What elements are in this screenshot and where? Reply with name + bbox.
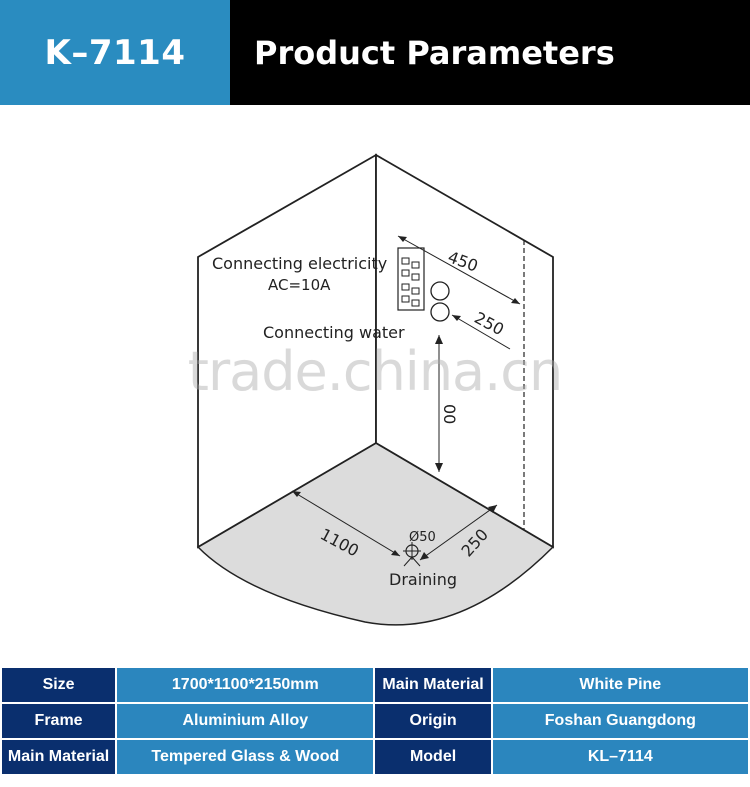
- parameters-table: Size 1700*1100*2150mm Main Material Whit…: [0, 666, 750, 776]
- label-draining: Draining: [389, 570, 457, 589]
- header: K–7114 Product Parameters: [0, 0, 750, 105]
- param-value: White Pine: [492, 668, 748, 702]
- param-label: Main Material: [375, 668, 491, 702]
- title-panel: Product Parameters: [230, 0, 750, 105]
- watermark: trade.china.cn: [187, 340, 563, 403]
- dim-vertical: 00: [440, 404, 459, 424]
- table-row: Size 1700*1100*2150mm Main Material Whit…: [2, 668, 748, 702]
- param-label: Main Material: [2, 740, 116, 774]
- drain-icon: [403, 542, 421, 567]
- model-code: K–7114: [44, 32, 186, 73]
- param-value: Aluminium Alloy: [117, 704, 374, 738]
- label-voltage: AC=10A: [268, 276, 331, 294]
- label-connecting-electricity: Connecting electricity: [212, 254, 387, 273]
- shower-tray: [196, 442, 555, 626]
- param-label: Frame: [2, 704, 116, 738]
- param-value: Tempered Glass & Wood: [117, 740, 374, 774]
- model-code-panel: K–7114: [0, 0, 230, 105]
- param-label: Size: [2, 668, 116, 702]
- param-label: Origin: [375, 704, 491, 738]
- param-value: KL–7114: [492, 740, 748, 774]
- water-inlet-lower-icon: [430, 302, 450, 322]
- water-inlet-upper-icon: [430, 281, 450, 301]
- page-title: Product Parameters: [254, 33, 615, 72]
- control-panel-icon: [397, 247, 425, 311]
- table-row: Main Material Tempered Glass & Wood Mode…: [2, 740, 748, 774]
- param-value: 1700*1100*2150mm: [117, 668, 374, 702]
- table-row: Frame Aluminium Alloy Origin Foshan Guan…: [2, 704, 748, 738]
- param-label: Model: [375, 740, 491, 774]
- shower-diagram: Connecting electricity AC=10A Connecting…: [196, 153, 555, 626]
- param-value: Foshan Guangdong: [492, 704, 748, 738]
- dim-drain-diameter: Ø50: [409, 530, 436, 545]
- label-connecting-water: Connecting water: [263, 323, 405, 342]
